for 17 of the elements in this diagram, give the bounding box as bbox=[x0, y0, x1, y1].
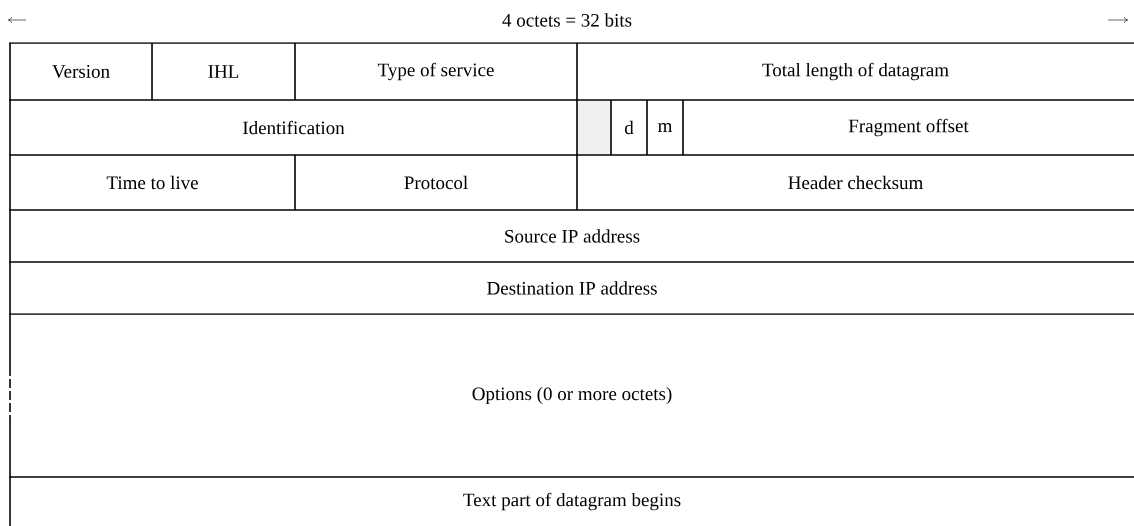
field-cell: IHL bbox=[208, 65, 239, 78]
field-cell: Protocol bbox=[404, 175, 468, 190]
width-label: 4 octets = 32 bits bbox=[502, 13, 632, 27]
field-cell: Options (0 or more octets) bbox=[472, 386, 672, 405]
field-cell: Source IP address bbox=[505, 229, 640, 243]
field-cell: Text part of datagram begins bbox=[463, 492, 681, 511]
field-cell: Total length of datagram bbox=[762, 62, 949, 81]
field-cell: Header checksum bbox=[788, 175, 923, 190]
field-cell: Time to live bbox=[106, 175, 198, 190]
field-cell: Fragment offset bbox=[848, 118, 969, 137]
reserved-cell bbox=[578, 101, 610, 154]
field-cell: Type of service bbox=[377, 62, 494, 81]
field-cell: Identification bbox=[243, 120, 345, 135]
field-cell: Version bbox=[52, 65, 110, 78]
field-cell: Destination IP address bbox=[487, 281, 657, 295]
field-cell: d bbox=[624, 120, 634, 135]
field-cell: m bbox=[658, 123, 673, 132]
